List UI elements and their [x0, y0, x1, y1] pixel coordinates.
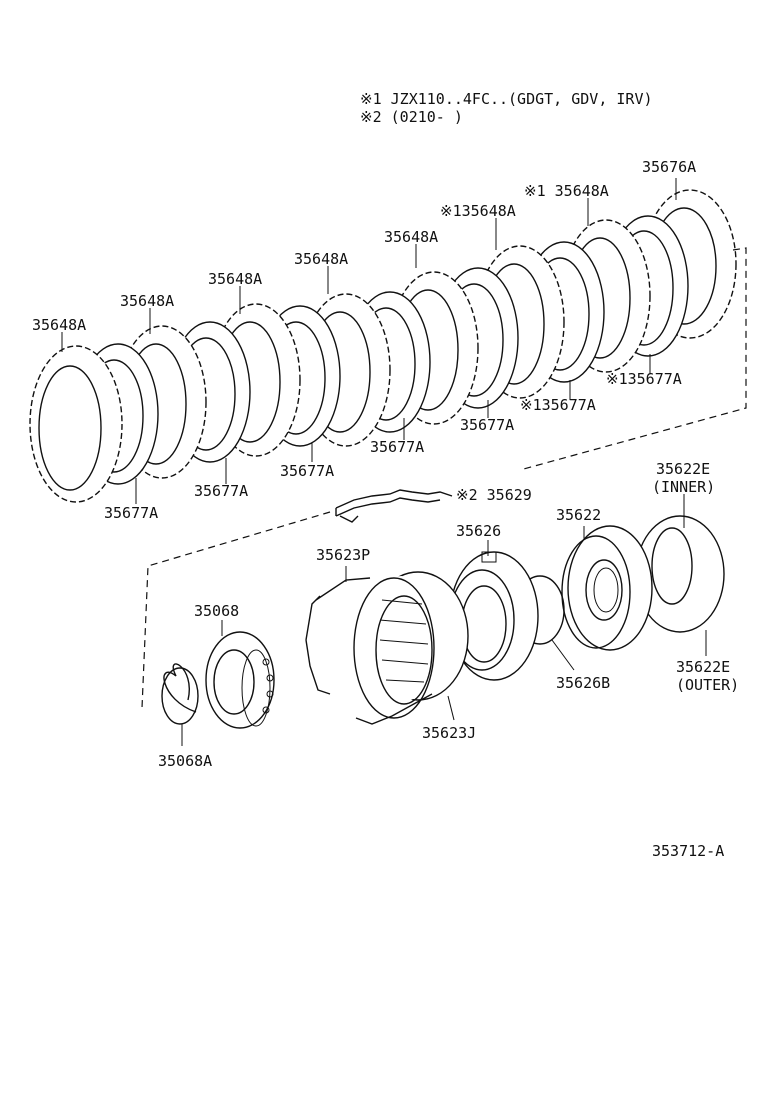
- label-35648A-note2: ※135648A: [440, 202, 516, 220]
- figure-id: 353712-A: [652, 842, 724, 860]
- label-35677A-note1: ※135677A: [606, 370, 682, 388]
- disc-front: [29, 345, 123, 503]
- clutch-plate-stack: [29, 189, 737, 503]
- label-35622E-inner-number: 35622E: [656, 460, 710, 478]
- label-35068: 35068: [194, 602, 239, 620]
- label-35622E-outer-number: 35622E: [676, 658, 730, 676]
- label-35622: 35622: [556, 506, 601, 524]
- note-line-2: ※2 (0210- ): [360, 108, 463, 126]
- piston-35622: [561, 525, 653, 651]
- label-35648A-1: 35648A: [384, 228, 438, 246]
- label-35626B: 35626B: [556, 674, 610, 692]
- label-35623J: 35623J: [422, 724, 476, 742]
- label-35677A-2: 35677A: [370, 438, 424, 456]
- label-35626: 35626: [456, 522, 501, 540]
- assembly-dashed-lines: [141, 247, 747, 709]
- label-35622E-outer-tag: (OUTER): [676, 676, 739, 694]
- label-35622E-inner-tag: (INNER): [652, 478, 715, 496]
- label-35677A-note2: ※135677A: [520, 396, 596, 414]
- label-35677A-5: 35677A: [104, 504, 158, 522]
- label-35677A-4: 35677A: [194, 482, 248, 500]
- snap-ring-35068A: [161, 663, 199, 746]
- bearing-35068: [205, 620, 275, 729]
- label-35648A-note1: ※1 35648A: [524, 182, 609, 200]
- label-35677A-1: 35677A: [460, 416, 514, 434]
- leader-lines-clutch: [61, 178, 677, 504]
- drum-35626: [449, 540, 539, 681]
- label-35648A-4: 35648A: [120, 292, 174, 310]
- label-35677A-3: 35677A: [280, 462, 334, 480]
- clip-35629: [335, 489, 453, 523]
- hub-35623P: [305, 566, 435, 725]
- label-35068A: 35068A: [158, 752, 212, 770]
- note-line-1: ※1 JZX110..4FC..(GDGT, GDV, IRV): [360, 90, 653, 108]
- label-35623P: 35623P: [316, 546, 370, 564]
- label-35676A: 35676A: [642, 158, 696, 176]
- label-35648A-2: 35648A: [294, 250, 348, 268]
- label-35648A-5: 35648A: [32, 316, 86, 334]
- label-35629: ※2 35629: [456, 486, 532, 504]
- label-35648A-3: 35648A: [208, 270, 262, 288]
